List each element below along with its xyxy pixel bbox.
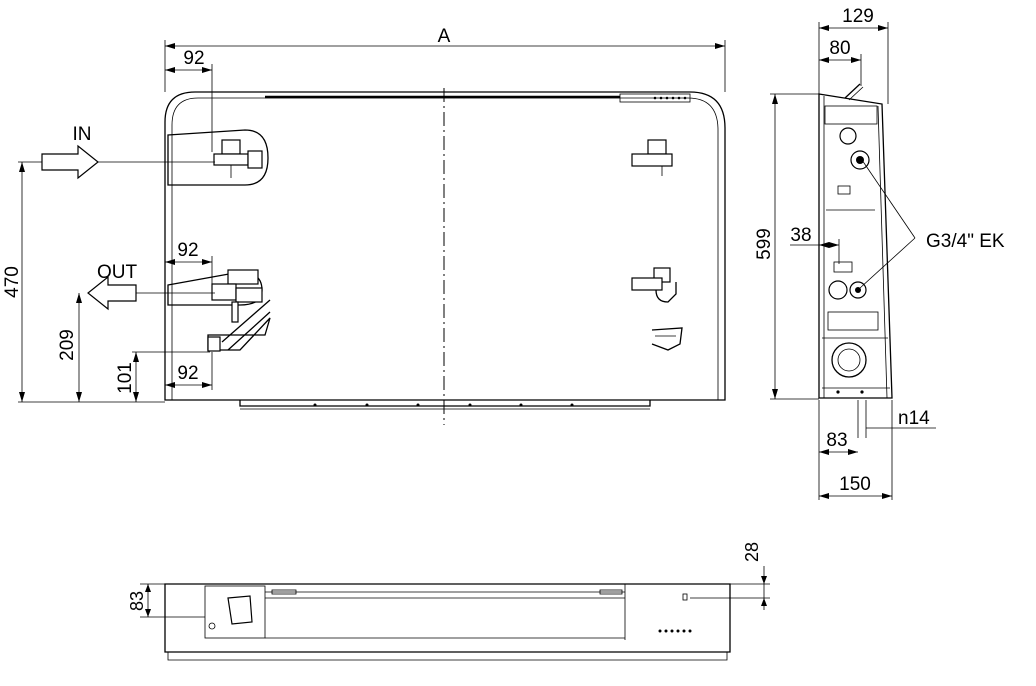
outlet-valve [167,269,271,352]
dim-mid-offset: 92 [177,240,198,261]
dim-outlet-height: 209 [57,329,78,361]
outlet-arrow [87,275,137,311]
connection-label: G3/4" EK [926,231,1005,252]
right-fittings [631,139,683,351]
inlet-valve [167,129,269,186]
dim-foot-dia: n14 [898,408,930,429]
dim-width-label: A [438,26,451,47]
dim-bottom-offset: 28 [742,542,762,562]
inlet-arrow [41,144,99,180]
dim-base-width: 150 [839,474,871,495]
front-view: A 92 92 92 IN OUT 470 [2,26,726,425]
outlet-label: OUT [97,262,138,283]
dim-inlet-height: 470 [2,266,23,298]
dim-top-offset: 92 [183,48,204,69]
dim-bottom-offset: 92 [177,363,198,384]
dim-top-width: 129 [842,6,874,27]
bottom-view: 83 28 [127,542,770,661]
inlet-label: IN [73,124,92,145]
dim-pipe-offset: 38 [790,225,811,246]
indicator-dots [653,96,687,100]
dim-bottom-depth: 83 [127,591,147,611]
dim-side-height: 599 [754,228,775,260]
dim-foot-offset: 83 [826,430,847,451]
side-view: 129 80 599 38 G3/4" EK n14 83 [754,6,1005,500]
dim-base-height: 101 [115,362,136,394]
dim-top-inner: 80 [829,38,850,59]
